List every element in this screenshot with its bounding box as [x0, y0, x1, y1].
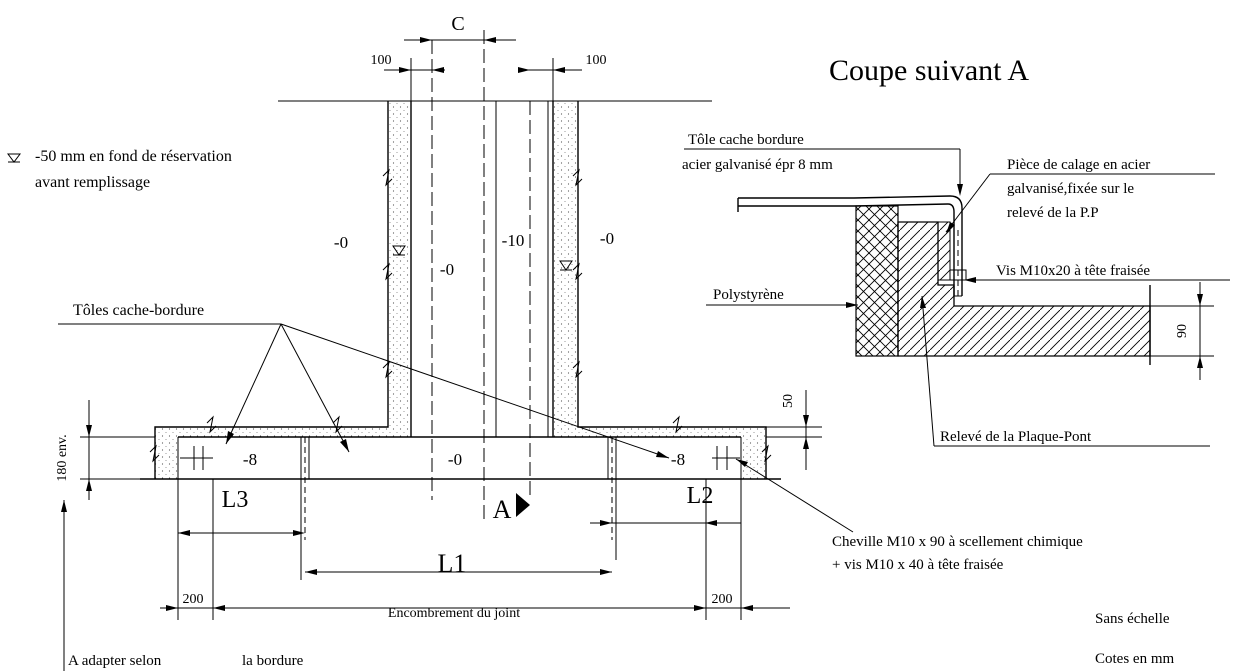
- level-0-right: -0: [600, 229, 614, 248]
- level-triangle-right: [559, 260, 573, 271]
- dim-c-label: C: [451, 13, 464, 35]
- tole-label-1: Tôle cache bordure: [688, 132, 804, 148]
- dim-200-right-label: 200: [712, 592, 733, 607]
- toles-label: Tôles cache-bordure: [73, 302, 204, 319]
- cover-plate-bend: [853, 195, 963, 296]
- piece-label-2: galvanisé,fixée sur le: [1007, 181, 1134, 197]
- dim-100-right-label: 100: [586, 53, 607, 68]
- dim-l2-label: L2: [687, 483, 714, 509]
- units-note: Cotes en mm: [1095, 651, 1174, 667]
- right-outer-outline: [577, 101, 767, 479]
- left-upright-fill: [388, 101, 411, 437]
- legend-line-1: -50 mm en fond de réservation: [35, 148, 232, 165]
- piece-leader: [945, 173, 991, 233]
- piece-label-1: Pièce de calage en acier: [1007, 157, 1150, 173]
- level-0-bottom: -0: [448, 450, 462, 469]
- section-view: Coupe suivant A 90 Tôle cache bordure ac…: [682, 54, 1230, 667]
- cheville-line-1: Cheville M10 x 90 à scellement chimique: [832, 534, 1083, 550]
- releve-leader: [921, 295, 935, 447]
- encombrement-label: Encombrement du joint: [388, 606, 520, 621]
- bordure-label: la bordure: [242, 653, 304, 669]
- dim-180-label: 180 env.: [55, 434, 70, 481]
- cheville-leader: [735, 458, 854, 533]
- dim-l1-label: L1: [438, 549, 467, 578]
- left-base-fill: [155, 427, 388, 479]
- level-0-center: -0: [440, 260, 454, 279]
- polystyrene-label: Polystyrène: [713, 287, 784, 303]
- dim-90-label: 90: [1175, 324, 1190, 338]
- shim-piece: [937, 221, 951, 281]
- break-marks: [149, 168, 772, 463]
- level-minus-10: -10: [502, 231, 525, 250]
- dim-50-label: 50: [781, 394, 796, 408]
- plan-view: C 100 100 180 env. 50 L3: [7, 13, 1083, 671]
- adapter-label: A adapter selon: [68, 653, 162, 669]
- section-title: Coupe suivant A: [829, 54, 1029, 87]
- level-minus-8-left: -8: [243, 450, 257, 469]
- scale-note: Sans échelle: [1095, 611, 1170, 627]
- level-0-left: -0: [334, 233, 348, 252]
- legend-triangle-icon: [7, 153, 21, 163]
- right-base-fill: [578, 427, 766, 479]
- polystyrene-block: [855, 205, 899, 357]
- releve-label: Relevé de la Plaque-Pont: [940, 429, 1092, 445]
- plaque-pont-releve: [897, 221, 1151, 357]
- level-minus-8-right: -8: [671, 450, 685, 469]
- legend-line-2: avant remplissage: [35, 174, 150, 191]
- cheville-line-2: + vis M10 x 40 à tête fraisée: [832, 557, 1004, 573]
- dim-l3-label: L3: [222, 487, 249, 513]
- section-a-label: A: [493, 495, 512, 524]
- piece-label-3: relevé de la P.P: [1007, 205, 1099, 221]
- level-triangle-left: [392, 245, 406, 256]
- dim-200-left-label: 200: [183, 592, 204, 607]
- vis-label: Vis M10x20 à tête fraisée: [996, 263, 1150, 279]
- tole-label-2: acier galvanisé épr 8 mm: [682, 157, 833, 173]
- dim-100-left-label: 100: [371, 53, 392, 68]
- section-a-arrow: [516, 493, 530, 517]
- anchor-marks: [180, 446, 740, 470]
